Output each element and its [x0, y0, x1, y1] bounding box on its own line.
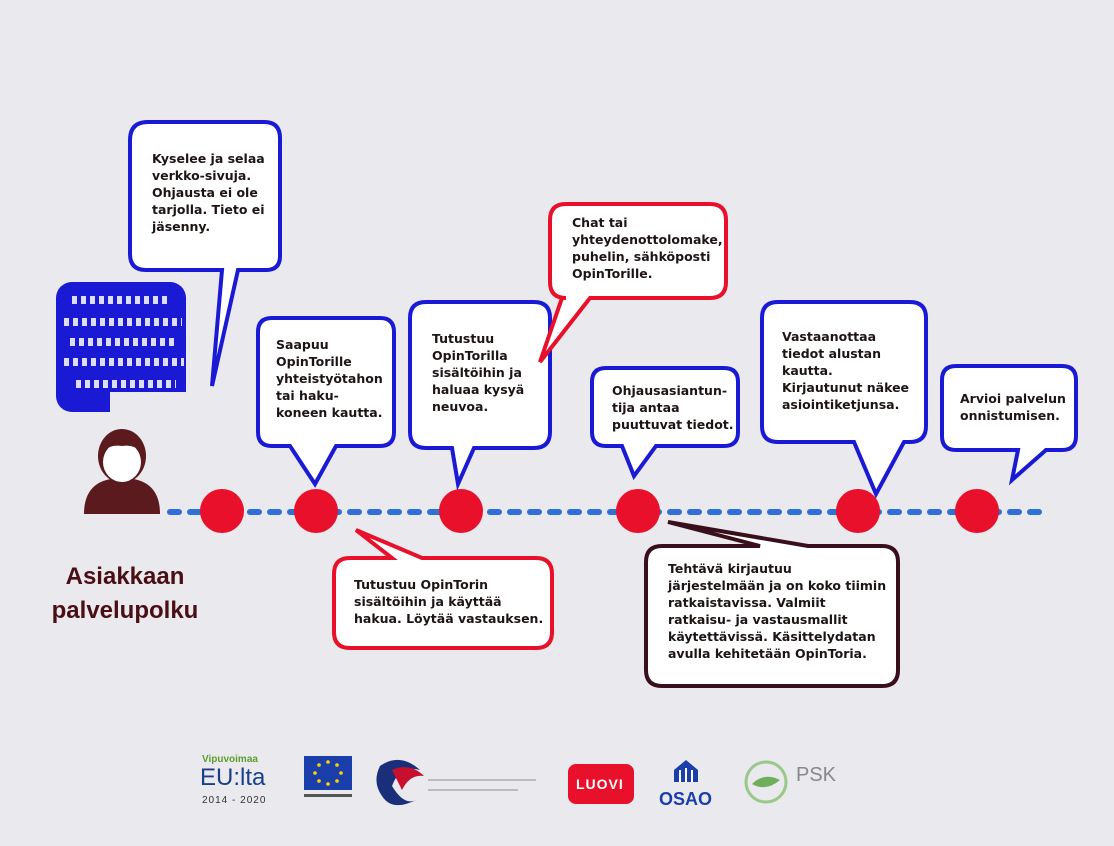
bubble-shape-7 [940, 364, 1078, 486]
timeline-step-dot-5 [836, 489, 880, 533]
timeline-step-dot-1 [200, 489, 244, 533]
eu-flag-icon [304, 756, 352, 797]
bubble-shape-6 [760, 300, 928, 499]
bubble-shape-9 [644, 520, 900, 688]
diagram-title: Asiakkaan palvelupolku [51, 563, 199, 624]
bubble-shape-2 [256, 316, 396, 488]
bubble-text-2: Saapuu OpinTorille yhteistyötahon tai ha… [276, 337, 383, 420]
bubble-text-9: Tehtävä kirjautuu järjestelmään ja on ko… [668, 561, 887, 661]
bubble-text-3: Tutustuu OpinTorilla sisältöihin ja halu… [432, 331, 525, 414]
bubble-text-4: Chat tai yhteydenottolomake, puhelin, sä… [572, 215, 723, 281]
timeline-step-dot-4 [616, 489, 660, 533]
eu-logo-main: EU:lta [200, 764, 266, 791]
timeline-step-dot-3 [439, 489, 483, 533]
bubble-text-5: Ohjausasiantun- tija antaa puuttuvat tie… [612, 383, 734, 432]
luovi-logo-text: LUOVI [576, 776, 624, 792]
eu-logo-top: Vipuvoimaa [202, 754, 258, 765]
osao-logo [674, 760, 698, 782]
timeline-step-dot-6 [955, 489, 999, 533]
luovi-logo [568, 764, 634, 804]
psk-logo-text: PSK [796, 764, 837, 786]
timeline-step-dot-2 [294, 489, 338, 533]
bubble-shape-1 [128, 120, 282, 387]
customer-label-box [56, 282, 186, 412]
bubble-text-1: Kyselee ja selaa verkko-sivuja. Ohjausta… [152, 151, 265, 234]
eu-logo-years: 2014 - 2020 [202, 795, 267, 806]
bubble-shape-5 [590, 366, 740, 481]
bubble-text-8: Tutustuu OpinTorin sisältöihin ja käyttä… [354, 577, 544, 626]
bubble-text-6: Vastaanottaa tiedot alustan kautta. Kirj… [782, 329, 910, 412]
bubble-shape-8 [332, 528, 554, 650]
bubble-shape-3 [408, 300, 552, 491]
bubble-text-7: Arvioi palvelun onnistumisen. [960, 391, 1066, 423]
psk-logo [744, 760, 788, 804]
bubble-shape-4 [538, 202, 728, 364]
regional-logo [376, 759, 536, 806]
osao-logo-text: OSAO [659, 789, 713, 809]
person-icon [84, 429, 160, 514]
